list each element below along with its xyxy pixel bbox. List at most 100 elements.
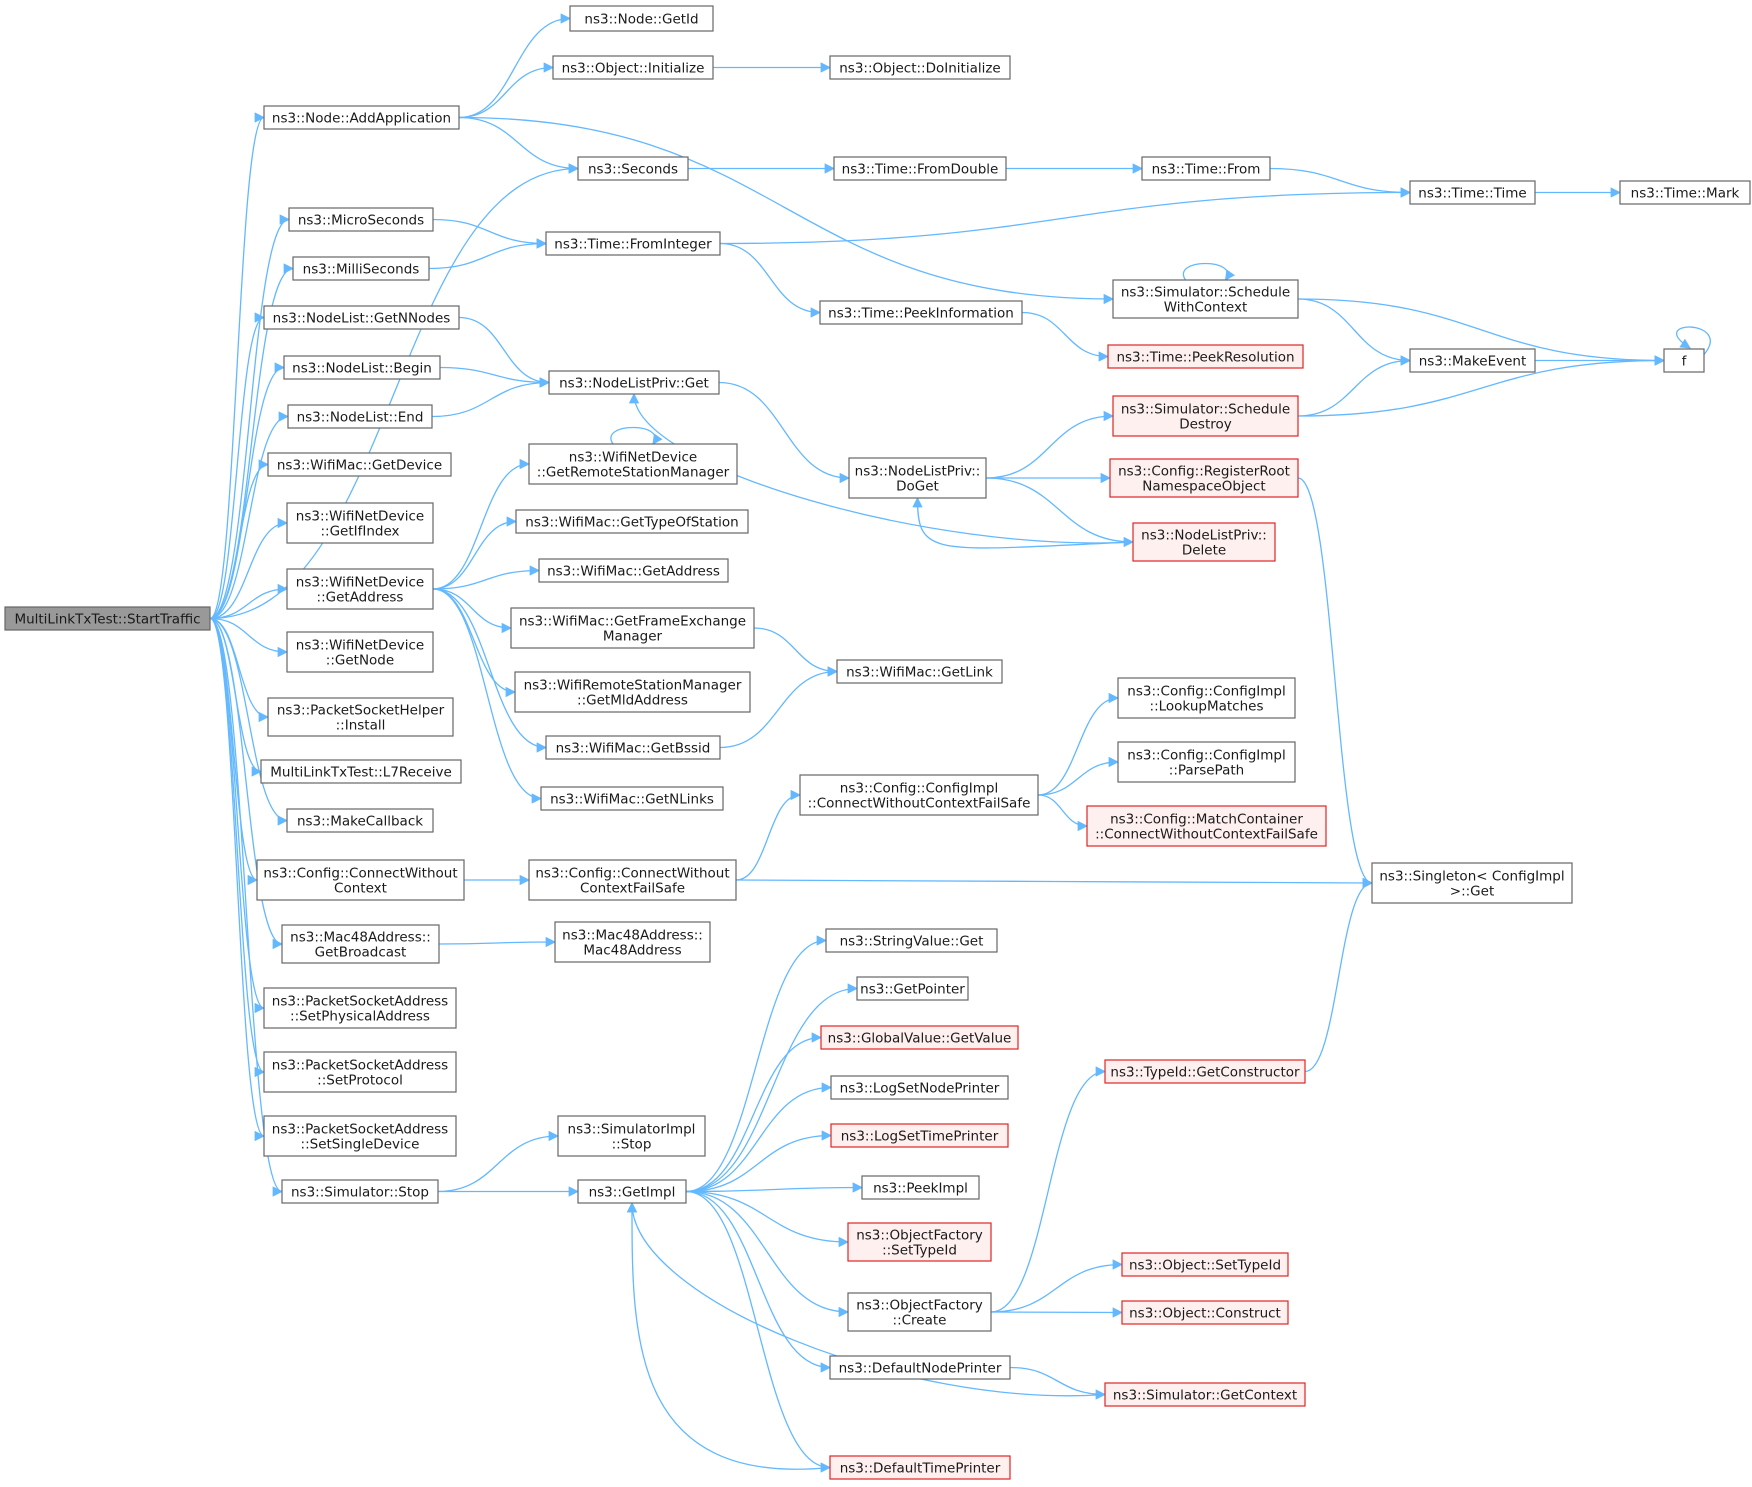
node-ns3-wifinetdevice-getifindex[interactable]: ns3::WifiNetDevice::GetIfIndex bbox=[286, 502, 434, 544]
node-box bbox=[577, 156, 689, 181]
node-ns3-time-fromdouble[interactable]: ns3::Time::FromDouble bbox=[833, 156, 1007, 181]
node-ns3-seconds[interactable]: ns3::Seconds bbox=[577, 156, 689, 181]
call-edge bbox=[1297, 298, 1412, 366]
node-label: ::ConnectWithoutContextFailSafe bbox=[808, 796, 1031, 812]
node-ns3-getimpl[interactable]: ns3::GetImpl bbox=[577, 1179, 687, 1204]
node-ns3-time-frominteger[interactable]: ns3::Time::FromInteger bbox=[545, 231, 721, 256]
call-edge bbox=[209, 617, 284, 1197]
node-ns3-milliseconds[interactable]: ns3::MilliSeconds bbox=[292, 256, 430, 281]
edge-n4-to-n2 bbox=[458, 62, 555, 119]
node-label: ns3::Time::FromInteger bbox=[554, 237, 712, 253]
node-ns3-nodelist-begin[interactable]: ns3::NodeList::Begin bbox=[283, 355, 441, 380]
node-multilinktxtest-starttraffic[interactable]: MultiLinkTxTest::StartTraffic bbox=[4, 606, 211, 631]
node-ns3-nodelistpriv-get[interactable]: ns3::NodeListPriv::Get bbox=[548, 370, 720, 395]
node-ns3-wifimac-getdevice[interactable]: ns3::WifiMac::GetDevice bbox=[267, 452, 452, 477]
call-edge bbox=[209, 617, 266, 1142]
edge-root-to-n48 bbox=[209, 617, 284, 950]
node-ns3-wifinetdevice-getaddress[interactable]: ns3::WifiNetDevice::GetAddress bbox=[286, 568, 434, 610]
call-edge bbox=[1021, 311, 1110, 362]
node-ns3-packetsocketaddress-setsingledevice[interactable]: ns3::PacketSocketAddress::SetSingleDevic… bbox=[263, 1115, 457, 1157]
node-ns3-getpointer[interactable]: ns3::GetPointer bbox=[856, 976, 969, 1001]
node-ns3-globalvalue-getvalue[interactable]: ns3::GlobalValue::GetValue bbox=[820, 1025, 1019, 1050]
node-ns3-config-configimpl-connectwithoutcontextfailsafe[interactable]: ns3::Config::ConfigImpl::ConnectWithoutC… bbox=[799, 774, 1039, 816]
node-ns3-stringvalue-get[interactable]: ns3::StringValue::Get bbox=[825, 928, 998, 953]
node-ns3-objectfactory-create[interactable]: ns3::ObjectFactory::Create bbox=[847, 1292, 992, 1332]
node-ns3-packetsocketaddress-setprotocol[interactable]: ns3::PacketSocketAddress::SetProtocol bbox=[263, 1051, 457, 1093]
node-ns3-typeid-getconstructor[interactable]: ns3::TypeId::GetConstructor bbox=[1104, 1059, 1306, 1084]
call-edge bbox=[432, 588, 548, 753]
node-ns3-wifinetdevice-getnode[interactable]: ns3::WifiNetDevice::GetNode bbox=[286, 631, 434, 673]
node-ns3-objectfactory-settypeid[interactable]: ns3::ObjectFactory::SetTypeId bbox=[847, 1222, 992, 1262]
node-ns3-wifimac-getaddress[interactable]: ns3::WifiMac::GetAddress bbox=[538, 558, 729, 583]
node-ns3-simulator-stop[interactable]: ns3::Simulator::Stop bbox=[281, 1179, 439, 1204]
node-label: MultiLinkTxTest::L7Receive bbox=[270, 765, 452, 781]
node-ns3-packetsockethelper-install[interactable]: ns3::PacketSocketHelper::Install bbox=[267, 697, 454, 737]
node-ns3-object-initialize[interactable]: ns3::Object::Initialize bbox=[552, 55, 714, 80]
node-ns3-node-getid[interactable]: ns3::Node::GetId bbox=[569, 5, 714, 32]
node-box bbox=[1121, 1252, 1289, 1277]
node-f[interactable]: f bbox=[1663, 348, 1705, 373]
node-label: ns3::Config::ConfigImpl bbox=[1127, 748, 1285, 764]
node-ns3-wifimac-getlink[interactable]: ns3::WifiMac::GetLink bbox=[836, 659, 1003, 684]
node-ns3-wifimac-getnlinks[interactable]: ns3::WifiMac::GetNLinks bbox=[540, 786, 724, 811]
node-ns3-makecallback[interactable]: ns3::MakeCallback bbox=[286, 808, 434, 833]
node-ns3-nodelistpriv-doget[interactable]: ns3::NodeListPriv::DoGet bbox=[848, 457, 987, 499]
node-ns3-node-addapplication[interactable]: ns3::Node::AddApplication bbox=[263, 105, 460, 130]
node-ns3-time-time[interactable]: ns3::Time::Time bbox=[1409, 180, 1536, 205]
node-label: ns3::GetImpl bbox=[589, 1185, 676, 1201]
node-ns3-mac48address-mac48address[interactable]: ns3::Mac48Address::Mac48Address bbox=[554, 921, 711, 963]
node-box bbox=[799, 774, 1039, 816]
node-ns3-time-peekinformation[interactable]: ns3::Time::PeekInformation bbox=[819, 300, 1023, 325]
node-ns3-wifiremotestationmanager-getmldaddress[interactable]: ns3::WifiRemoteStationManager::GetMldAdd… bbox=[514, 671, 751, 713]
call-edge bbox=[1297, 298, 1666, 366]
node-ns3-simulator-getcontext[interactable]: ns3::Simulator::GetContext bbox=[1104, 1382, 1306, 1407]
node-ns3-nodelist-end[interactable]: ns3::NodeList::End bbox=[287, 404, 433, 429]
node-label: Mac48Address bbox=[583, 943, 681, 959]
node-ns3-nodelist-getnnodes[interactable]: ns3::NodeList::GetNNodes bbox=[263, 305, 460, 330]
call-edge bbox=[753, 627, 839, 677]
node-ns3-object-construct[interactable]: ns3::Object::Construct bbox=[1121, 1300, 1289, 1325]
edge-n22-to-n18 bbox=[1297, 355, 1666, 417]
node-ns3-time-from[interactable]: ns3::Time::From bbox=[1141, 156, 1271, 181]
node-multilinktxtest-l7receive[interactable]: MultiLinkTxTest::L7Receive bbox=[260, 759, 462, 784]
node-ns3-object-doinitialize[interactable]: ns3::Object::DoInitialize bbox=[829, 55, 1011, 80]
node-label: ns3::WifiNetDevice bbox=[569, 450, 697, 466]
node-ns3-logsetnodeprinter[interactable]: ns3::LogSetNodePrinter bbox=[830, 1075, 1009, 1100]
node-label: ::SetPhysicalAddress bbox=[290, 1009, 430, 1025]
node-ns3-defaulttimeprinter[interactable]: ns3::DefaultTimePrinter bbox=[829, 1455, 1011, 1480]
node-ns3-packetsocketaddress-setphysicaladdress[interactable]: ns3::PacketSocketAddress::SetPhysicalAdd… bbox=[263, 987, 457, 1029]
node-ns3-config-connectwithout-contextfailsafe[interactable]: ns3::Config::ConnectWithoutContextFailSa… bbox=[528, 859, 737, 901]
node-ns3-time-peekresolution[interactable]: ns3::Time::PeekResolution bbox=[1107, 344, 1304, 369]
node-label: ::SetTypeId bbox=[882, 1243, 957, 1259]
node-ns3-peekimpl[interactable]: ns3::PeekImpl bbox=[861, 1175, 980, 1200]
node-box bbox=[256, 859, 465, 901]
call-edge bbox=[209, 617, 289, 826]
call-edge bbox=[1182, 262, 1236, 281]
node-ns3-wifinetdevice-getremotestationmanager[interactable]: ns3::WifiNetDevice::GetRemoteStationMana… bbox=[528, 443, 738, 485]
node-ns3-simulatorimpl-stop[interactable]: ns3::SimulatorImpl::Stop bbox=[557, 1115, 706, 1157]
edge-n18-to-n18 bbox=[1675, 326, 1711, 355]
node-ns3-mac48address-getbroadcast[interactable]: ns3::Mac48Address::GetBroadcast bbox=[281, 924, 440, 964]
edge-root-to-n57 bbox=[209, 617, 266, 1142]
node-ns3-wifimac-getbssid[interactable]: ns3::WifiMac::GetBssid bbox=[545, 735, 721, 760]
node-label: ns3::WifiNetDevice bbox=[296, 638, 424, 654]
node-ns3-wifimac-gettypeofstation[interactable]: ns3::WifiMac::GetTypeOfStation bbox=[515, 509, 749, 534]
node-ns3-time-mark[interactable]: ns3::Time::Mark bbox=[1619, 180, 1751, 205]
node-ns3-config-matchcontainer-connectwithoutcontextfailsafe[interactable]: ns3::Config::MatchContainer::ConnectWith… bbox=[1086, 805, 1327, 847]
node-ns3-makeevent[interactable]: ns3::MakeEvent bbox=[1409, 348, 1536, 373]
node-label: ns3::Config::ConfigImpl bbox=[1127, 684, 1285, 700]
node-ns3-singleton-configimpl-get[interactable]: ns3::Singleton< ConfigImpl >::Get bbox=[1371, 862, 1573, 904]
node-ns3-nodelistpriv-delete[interactable]: ns3::NodeListPriv::Delete bbox=[1132, 522, 1276, 562]
node-ns3-microseconds[interactable]: ns3::MicroSeconds bbox=[288, 207, 434, 232]
node-ns3-object-settypeid[interactable]: ns3::Object::SetTypeId bbox=[1121, 1252, 1289, 1277]
node-ns3-config-configimpl-lookupmatches[interactable]: ns3::Config::ConfigImpl::LookupMatches bbox=[1117, 677, 1296, 719]
node-ns3-config-connectwithout-context[interactable]: ns3::Config::ConnectWithoutContext bbox=[256, 859, 465, 901]
node-ns3-defaultnodeprinter[interactable]: ns3::DefaultNodePrinter bbox=[829, 1355, 1011, 1380]
node-ns3-config-configimpl-parsepath[interactable]: ns3::Config::ConfigImpl::ParsePath bbox=[1117, 741, 1296, 783]
node-ns3-logsettimeprinter[interactable]: ns3::LogSetTimePrinter bbox=[830, 1123, 1009, 1148]
node-label: ns3::NodeListPriv:: bbox=[1141, 528, 1267, 544]
